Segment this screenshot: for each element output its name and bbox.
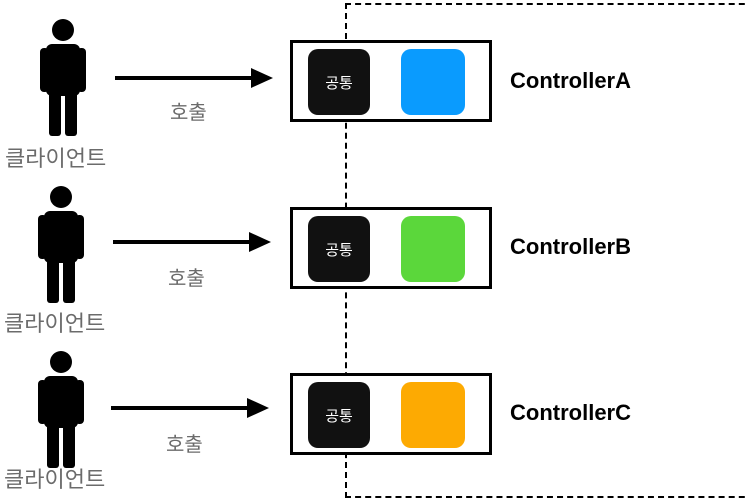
controller-a-color-block bbox=[401, 49, 465, 115]
client-person-icon bbox=[38, 351, 84, 468]
call-arrow bbox=[113, 232, 271, 252]
call-label: 호출 bbox=[170, 100, 207, 124]
controller-box-a: 공통 bbox=[290, 40, 492, 122]
controller-a-label: ControllerA bbox=[510, 68, 631, 93]
call-arrow bbox=[115, 68, 273, 88]
controller-b-label: ControllerB bbox=[510, 234, 631, 259]
call-arrow bbox=[111, 398, 269, 418]
controller-c-color-block bbox=[401, 382, 465, 448]
controller-box-c: 공통 bbox=[290, 373, 492, 455]
call-label: 호출 bbox=[168, 266, 205, 290]
controller-box-b: 공통 bbox=[290, 207, 492, 289]
common-block: 공통 bbox=[308, 216, 370, 282]
common-block: 공통 bbox=[308, 49, 370, 115]
controller-b-color-block bbox=[401, 216, 465, 282]
client-person-icon bbox=[38, 186, 84, 303]
client-label: 클라이언트 bbox=[4, 312, 106, 337]
common-block: 공통 bbox=[308, 382, 370, 448]
call-label: 호출 bbox=[166, 432, 203, 456]
controller-c-label: ControllerC bbox=[510, 400, 631, 425]
client-label: 클라이언트 bbox=[4, 468, 106, 493]
client-person-icon bbox=[40, 19, 86, 136]
client-label: 클라이언트 bbox=[5, 147, 107, 172]
